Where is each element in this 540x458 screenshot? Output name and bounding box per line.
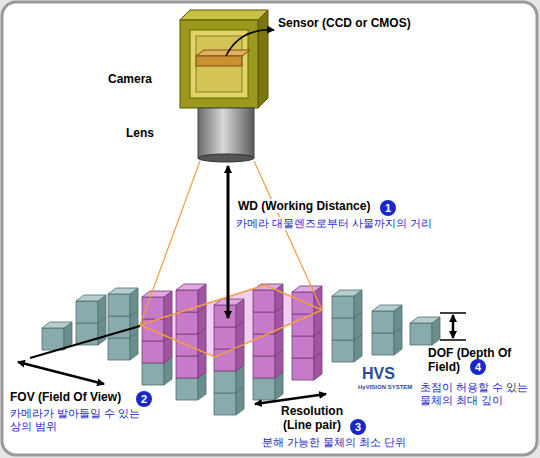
- dof-arrow: [452, 315, 455, 338]
- callout-text: 4: [475, 361, 481, 373]
- logo-mark: HVS: [362, 364, 395, 383]
- fov-cone-line: [254, 161, 322, 310]
- pillar-face: [253, 290, 275, 312]
- callout-text: 1: [385, 202, 391, 214]
- pillar-face: [142, 297, 164, 319]
- fov-outline: [140, 285, 322, 357]
- callout-text: 3: [355, 421, 361, 433]
- frame: [2, 2, 537, 455]
- fov-label: FOV (Field Of View): [10, 390, 121, 404]
- pillar-face: [332, 318, 354, 340]
- pillar-face: [372, 311, 394, 333]
- fov-arrow: [18, 362, 104, 384]
- resolution-description: 분해 가능한 물체의 최소 단위: [262, 436, 406, 449]
- dof-description: 초점이 허용할 수 있는 물체의 최대 깊이: [420, 381, 534, 407]
- pillar-face: [253, 378, 275, 400]
- dof-tick: [440, 312, 466, 314]
- pillar-face: [42, 328, 64, 350]
- callout-text: 2: [141, 393, 147, 405]
- camera-label: Camera: [108, 72, 152, 86]
- fov-description: 카메라가 발아들일 수 있는 상의 범위: [10, 407, 145, 433]
- pillar-face: [214, 393, 236, 415]
- resolution-arrow: [255, 394, 326, 404]
- pillar-face: [372, 333, 394, 355]
- pillar-face: [292, 358, 314, 380]
- pillar-face: [410, 323, 432, 345]
- pillar-face: [292, 286, 322, 292]
- pillar-face: [176, 312, 198, 334]
- callout-number: 2: [136, 391, 152, 407]
- pillar-face: [214, 305, 236, 327]
- fov-leader: [30, 326, 140, 358]
- sensor-label: Sensor (CCD or CMOS): [278, 16, 411, 30]
- sensor-pointer: [226, 30, 274, 56]
- resolution-label: Resolution (Line pair): [272, 404, 352, 433]
- pillar-face: [142, 291, 172, 297]
- dof-tick: [440, 339, 466, 341]
- pillar-face: [253, 312, 275, 334]
- lens: [198, 108, 254, 162]
- pillar-face: [76, 301, 98, 323]
- lens-label: Lens: [126, 126, 154, 140]
- fov-cone-line: [140, 161, 200, 325]
- callout-number: 4: [470, 359, 486, 375]
- pillar-face: [108, 294, 130, 316]
- pillar-face: [108, 288, 138, 294]
- pillar-face: [292, 314, 314, 336]
- pillar-face: [292, 292, 314, 314]
- camera-body: [180, 10, 268, 108]
- pillar-face: [42, 322, 72, 328]
- pillar-face: [332, 340, 354, 362]
- sensor-plate: [196, 50, 250, 66]
- logo-text: HyVISION SYSTEM: [358, 384, 412, 391]
- callout-number: 3: [350, 419, 366, 435]
- callout-number: 1: [380, 200, 396, 216]
- pillar-face: [76, 295, 106, 301]
- pillar-face: [176, 378, 198, 400]
- pillar-face: [142, 363, 164, 385]
- pillar-face: [108, 338, 130, 360]
- pillar-face: [253, 334, 275, 356]
- pillar-face: [292, 336, 314, 358]
- pillar-face: [214, 371, 236, 393]
- pillar-face: [372, 305, 402, 311]
- pillar-face: [176, 290, 198, 312]
- pillar-face: [253, 356, 275, 378]
- pillar-face: [142, 341, 164, 363]
- pillar-face: [332, 296, 354, 318]
- pillar-face: [176, 284, 206, 290]
- wd-label: WD (Working Distance): [236, 199, 372, 213]
- pillar-face: [332, 290, 362, 296]
- pillar-face: [214, 327, 236, 349]
- wd-arrow: [227, 166, 230, 318]
- wd-description: 카메라 대물렌즈로부터 사물까지의 거리: [234, 217, 434, 230]
- pillar-face: [410, 317, 440, 323]
- pillar-face: [176, 356, 198, 378]
